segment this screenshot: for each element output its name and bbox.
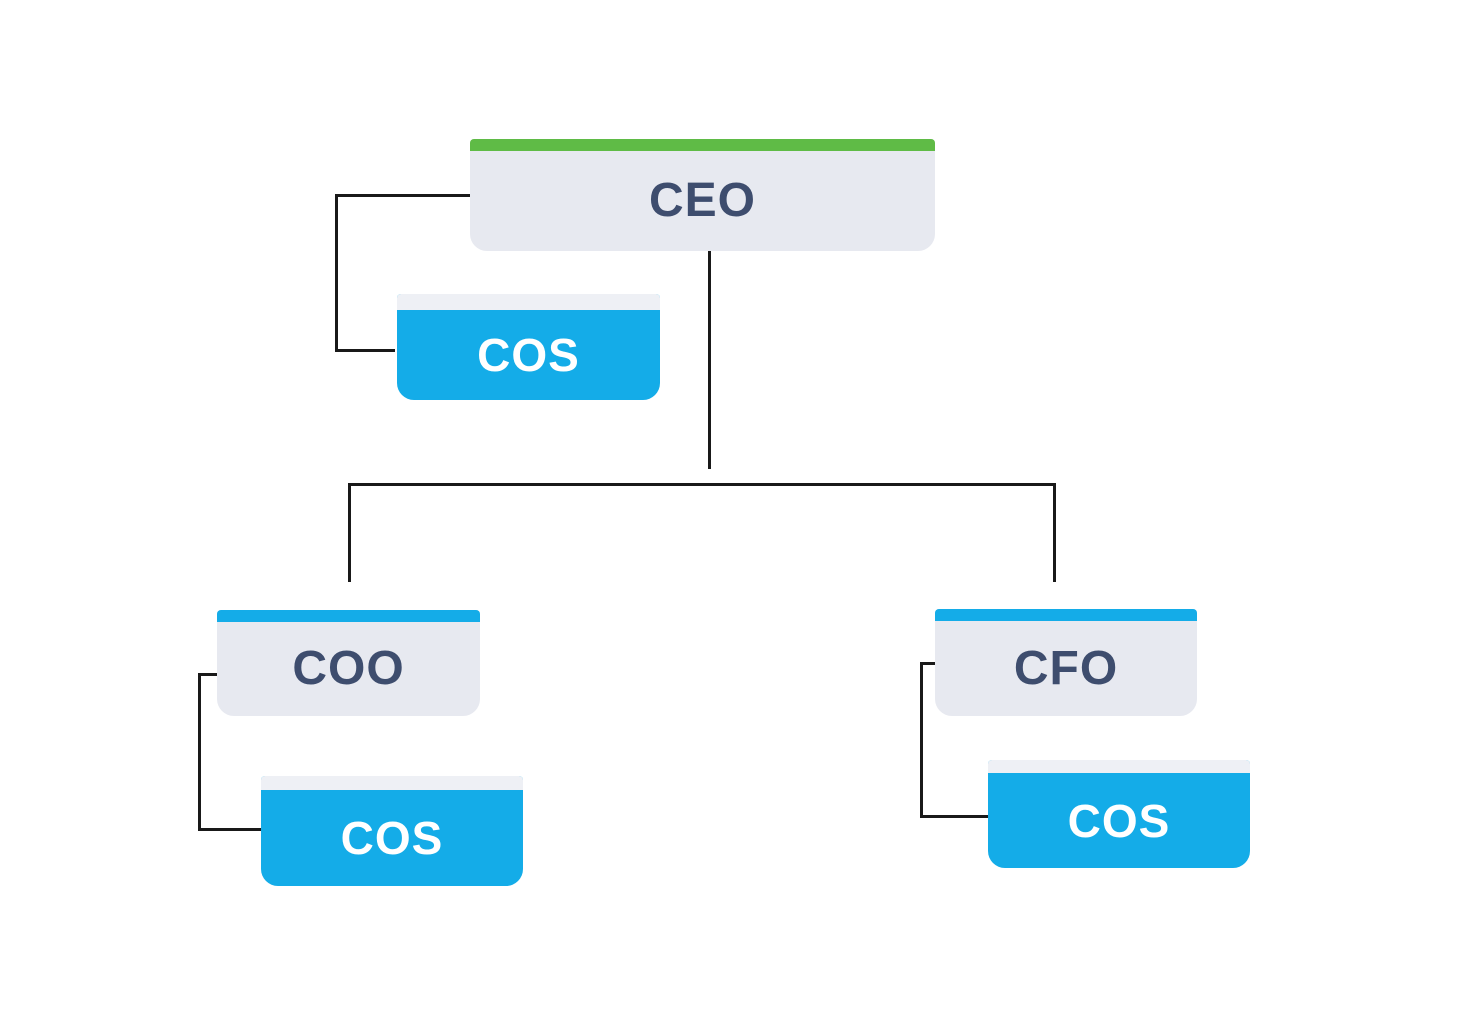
connector-branch-drop-cfo: [1053, 483, 1056, 582]
connector-ceo-trunk: [708, 251, 711, 469]
node-accent-bar-blue: [217, 610, 480, 622]
connector-branch-crossbar: [348, 483, 1056, 486]
connector-coo-cos-entry: [198, 828, 261, 831]
connector-coo-cos-vertical: [198, 673, 201, 831]
connector-cfo-cos-horizontal: [920, 662, 935, 665]
node-label: CEO: [648, 174, 756, 227]
org-node-cfo[interactable]: CFO: [935, 609, 1197, 716]
node-accent-bar-blue: [935, 609, 1197, 621]
node-label: COO: [292, 642, 405, 695]
org-node-cos-under-cfo[interactable]: COS: [988, 760, 1250, 868]
node-label: COS: [1067, 794, 1171, 847]
connector-cfo-cos-entry: [920, 815, 988, 818]
node-accent-bar-light: [397, 294, 660, 310]
node-label: COS: [340, 812, 444, 864]
node-label: COS: [477, 329, 580, 381]
connector-branch-drop-coo: [348, 483, 351, 582]
connector-coo-cos-horizontal: [198, 673, 217, 676]
node-accent-bar-green: [470, 139, 935, 151]
node-accent-bar-light: [988, 760, 1250, 773]
node-accent-bar-light: [261, 776, 523, 790]
connector-cfo-cos-vertical: [920, 662, 923, 818]
org-node-cos-under-coo[interactable]: COS: [261, 776, 523, 886]
org-node-ceo[interactable]: CEO: [470, 139, 935, 251]
connector-ceo-cos-vertical: [335, 194, 338, 351]
connector-ceo-cos-horizontal: [335, 194, 470, 197]
org-node-cos-under-ceo[interactable]: COS: [397, 294, 660, 400]
connector-ceo-cos-entry: [335, 349, 395, 352]
org-node-coo[interactable]: COO: [217, 610, 480, 716]
node-label: CFO: [1013, 641, 1119, 695]
